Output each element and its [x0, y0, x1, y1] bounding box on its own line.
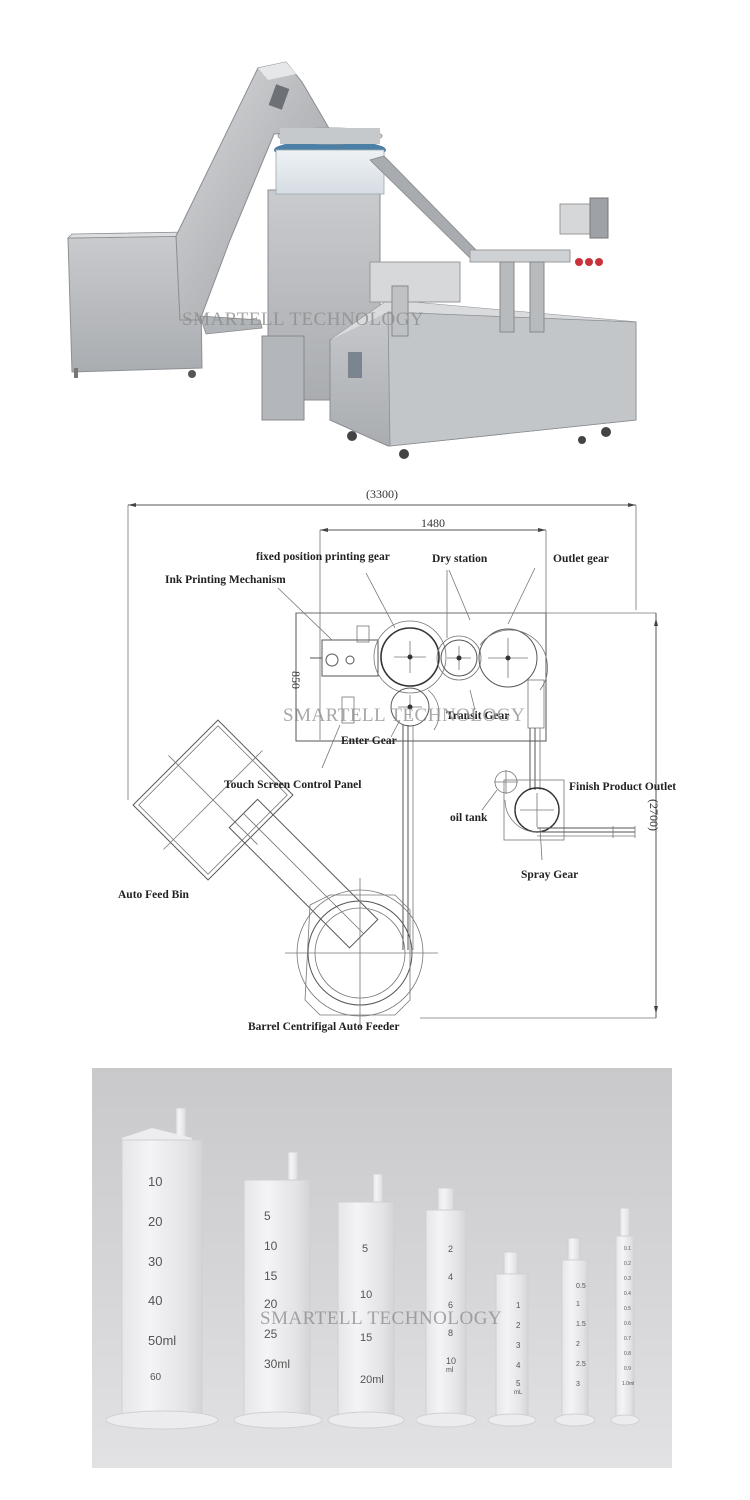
svg-text:2.5: 2.5 [576, 1361, 586, 1368]
dimension-overall-depth: (2700) [420, 613, 661, 1019]
svg-text:20ml: 20ml [360, 1374, 384, 1386]
transit-gear [436, 635, 482, 681]
svg-text:1.5: 1.5 [576, 1321, 586, 1328]
svg-text:60: 60 [150, 1372, 162, 1383]
dimension-overall-width: (3300) [127, 487, 637, 800]
label-ink-printing: Ink Printing Mechanism [165, 574, 286, 586]
auto-feed-bin [132, 719, 294, 881]
label-transit-gear: Transit Gear [446, 710, 509, 722]
dimension-core-depth: 850 [289, 618, 303, 738]
vibratory-bowl-photo [261, 127, 386, 421]
svg-text:2: 2 [576, 1341, 580, 1348]
svg-text:0.5: 0.5 [624, 1306, 631, 1312]
svg-text:4: 4 [516, 1361, 521, 1370]
svg-text:mL: mL [514, 1390, 523, 1396]
fixed-printing-gear [373, 620, 447, 694]
svg-text:0.3: 0.3 [624, 1276, 631, 1282]
svg-text:4: 4 [448, 1272, 453, 1282]
label-dry-station: Dry station [432, 553, 488, 565]
svg-text:6: 6 [448, 1300, 453, 1310]
syringe-samples-photo: 10 20 30 40 50ml 60 5 10 15 20 25 30ml 5… [92, 1068, 672, 1468]
svg-text:15: 15 [360, 1332, 372, 1344]
svg-text:1.0ml: 1.0ml [622, 1381, 634, 1387]
svg-text:8: 8 [448, 1328, 453, 1338]
label-outlet-gear: Outlet gear [553, 553, 609, 565]
svg-text:3: 3 [576, 1381, 580, 1388]
svg-text:30ml: 30ml [264, 1357, 290, 1371]
syringes-illustration: 10 20 30 40 50ml 60 5 10 15 20 25 30ml 5… [105, 1107, 640, 1430]
drawing-watermark: SMARTELL TECHNOLOGY [283, 705, 525, 726]
svg-text:5: 5 [264, 1209, 271, 1223]
svg-text:1: 1 [516, 1301, 521, 1310]
ink-printing-mechanism [310, 625, 379, 677]
elevator-conveyor-photo [175, 61, 331, 335]
label-oil-tank: oil tank [450, 812, 488, 824]
printing-table-photo [329, 197, 637, 459]
svg-text:10: 10 [264, 1239, 278, 1253]
syringe-20ml: 5 10 15 20ml [327, 1173, 405, 1429]
machine-photo: SMARTELL TECHNOLOGY [0, 0, 750, 470]
syringe-3ml: 0.5 1 1.5 2 2.5 3 [554, 1237, 596, 1427]
svg-text:40: 40 [148, 1293, 162, 1308]
label-touch-screen: Touch Screen Control Panel [224, 779, 361, 791]
label-spray-gear: Spray Gear [521, 869, 578, 881]
svg-text:850: 850 [289, 671, 303, 689]
svg-text:50ml: 50ml [148, 1333, 176, 1348]
layout-drawing: (3300) 1480 850 (2700) [0, 480, 750, 1040]
svg-text:5: 5 [362, 1243, 368, 1255]
oil-tank [494, 770, 518, 794]
label-enter-gear: Enter Gear [341, 735, 397, 747]
label-fixed-printing-gear: fixed position printing gear [256, 551, 390, 563]
elevator-outline [228, 798, 379, 949]
svg-text:20: 20 [148, 1214, 162, 1229]
svg-text:5: 5 [516, 1379, 521, 1388]
svg-text:1480: 1480 [421, 516, 445, 530]
label-auto-feed-bin: Auto Feed Bin [118, 889, 190, 901]
leader-lines [277, 567, 543, 861]
svg-text:0.6: 0.6 [624, 1321, 631, 1327]
syringe-5ml: 1 2 3 4 5 mL [487, 1251, 537, 1427]
svg-text:10: 10 [360, 1289, 372, 1301]
photo-watermark: SMARTELL TECHNOLOGY [182, 309, 424, 330]
svg-text:ml: ml [446, 1367, 454, 1374]
syringe-10ml: 2 4 6 8 10 ml [415, 1187, 477, 1428]
barrel-centrifugal-feeder [285, 878, 438, 1028]
enter-gear [390, 687, 440, 731]
svg-text:2: 2 [448, 1244, 453, 1254]
svg-text:0.4: 0.4 [624, 1291, 631, 1297]
svg-text:25: 25 [264, 1327, 278, 1341]
svg-text:(2700): (2700) [647, 799, 661, 831]
machine-illustration: SMARTELL TECHNOLOGY [67, 61, 637, 459]
svg-text:0.7: 0.7 [624, 1336, 631, 1342]
outlet-track [527, 679, 545, 790]
svg-text:0.8: 0.8 [624, 1351, 631, 1357]
svg-text:0.2: 0.2 [624, 1261, 631, 1267]
svg-text:10: 10 [148, 1174, 162, 1189]
svg-text:1: 1 [576, 1301, 580, 1308]
svg-text:0.9: 0.9 [624, 1366, 631, 1372]
spray-gear [503, 779, 636, 841]
svg-text:20: 20 [264, 1297, 278, 1311]
label-barrel-feeder: Barrel Centrifigal Auto Feeder [248, 1021, 399, 1033]
svg-text:10: 10 [446, 1356, 456, 1366]
samples-watermark: SMARTELL TECHNOLOGY [260, 1308, 502, 1329]
svg-text:3: 3 [516, 1341, 521, 1350]
svg-text:30: 30 [148, 1254, 162, 1269]
layout-diagram: (3300) 1480 850 (2700) [118, 487, 676, 1033]
syringe-50ml: 10 20 30 40 50ml 60 [105, 1107, 219, 1430]
outlet-gear [478, 628, 548, 691]
feed-chute-photo [369, 155, 479, 259]
svg-text:0.5: 0.5 [576, 1283, 586, 1290]
syringe-30ml: 5 10 15 20 25 30ml [233, 1151, 323, 1429]
label-finish-outlet: Finish Product Outlet [569, 781, 676, 793]
svg-text:0.1: 0.1 [624, 1246, 631, 1252]
svg-text:(3300): (3300) [366, 487, 398, 501]
syringe-1ml: 0.1 0.2 0.3 0.4 0.5 0.6 0.7 0.8 0.9 1.0m… [610, 1207, 640, 1426]
svg-text:15: 15 [264, 1269, 278, 1283]
touch-screen-panel [341, 696, 355, 724]
svg-text:2: 2 [516, 1321, 521, 1330]
